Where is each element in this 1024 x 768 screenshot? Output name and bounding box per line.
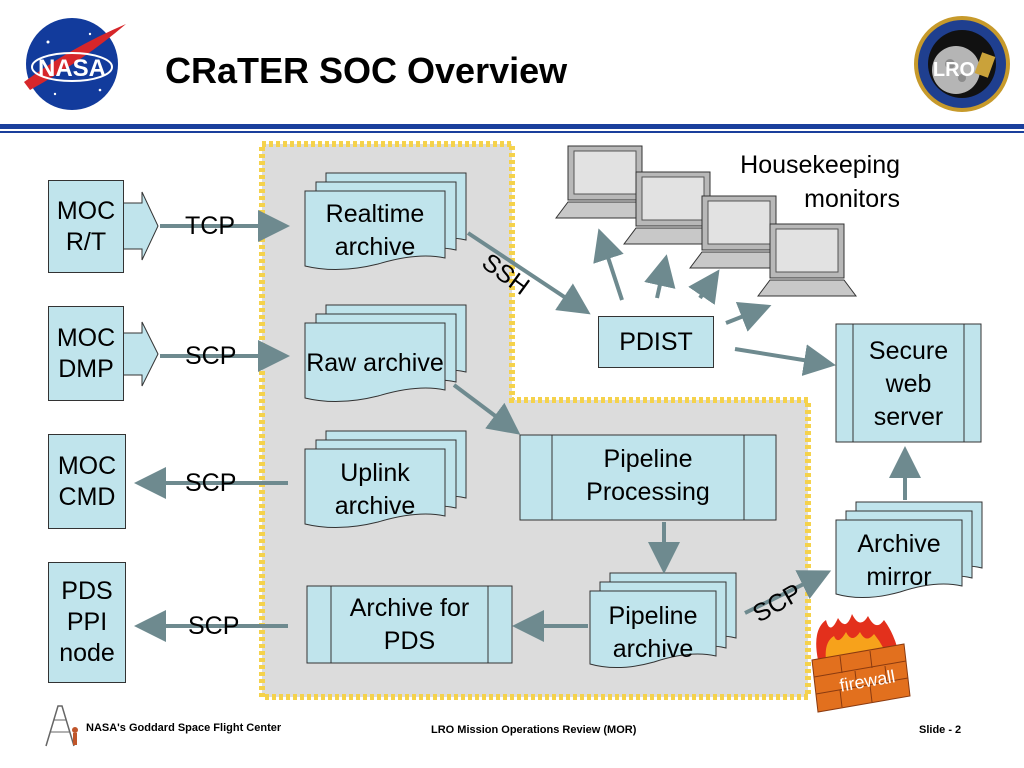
pds-ppi-box: PDS PPI node — [48, 562, 126, 683]
pdist-to-monitor-3-arrow — [688, 269, 720, 305]
scp-cmd-label: SCP — [185, 469, 237, 497]
realtime-archive-doc — [304, 172, 467, 271]
raw-archive-doc — [304, 304, 467, 403]
moc-rt-box: MOC R/T — [48, 180, 124, 273]
moc-rt-arrow-shape — [122, 191, 159, 261]
computer-icon — [623, 171, 723, 245]
title-rule — [0, 124, 1024, 129]
pipeline-processing-label: Pipeline Processing — [586, 445, 710, 506]
footer-left: NASA's Goddard Space Flight Center — [86, 722, 282, 734]
computer-icon — [555, 145, 655, 219]
lro-logo: LRO — [912, 14, 1012, 114]
goddard-logo-icon — [45, 705, 78, 747]
secure-web-label: Secure web server — [868, 336, 949, 431]
moc-dmp-arrow-shape — [122, 321, 159, 387]
footer-center: LRO Mission Operations Review (MOR) — [431, 724, 637, 736]
moc-cmd-label: MOC CMD — [57, 451, 117, 511]
computer-icon — [757, 223, 857, 297]
uplink-archive-doc — [304, 430, 467, 529]
scp-dmp-label: SCP — [185, 342, 237, 370]
raw-archive-label: Raw archive — [306, 348, 444, 377]
ssh-arrow — [466, 231, 591, 315]
pdist-box: PDIST — [598, 316, 714, 368]
lro-mission-patch-icon: LRO — [914, 16, 1010, 112]
footer-right: Slide - 2 — [919, 724, 962, 736]
computer-icon — [689, 195, 789, 269]
scp-pds-label: SCP — [188, 612, 240, 640]
archive-pds-label: Archive for PDS — [349, 594, 470, 655]
pdist-to-web-arrow — [734, 344, 836, 376]
archive-mirror-doc — [835, 501, 983, 599]
title-rule-thin — [0, 131, 1024, 133]
realtime-archive-label: Realtime archive — [325, 200, 425, 261]
pdist-label: PDIST — [619, 327, 693, 356]
lro-logo-text: LRO — [933, 59, 975, 81]
archive-pds-box — [306, 585, 513, 664]
nasa-logo-text: NASA — [38, 55, 106, 82]
scp-mirror-arrow — [744, 570, 832, 615]
moc-dmp-box: MOC DMP — [48, 306, 124, 401]
nasa-logo: NASA — [10, 12, 130, 112]
raw-to-pipeline-arrow — [452, 383, 521, 435]
secure-web-box — [835, 323, 982, 443]
pdist-to-monitor-1-arrow — [593, 228, 624, 301]
nasa-meatball-icon: NASA — [24, 18, 126, 110]
pipeline-processing-box — [519, 434, 777, 521]
pds-ppi-label: PDS PPI node — [59, 577, 115, 667]
moc-cmd-box: MOC CMD — [48, 434, 126, 529]
uplink-archive-label: Uplink archive — [334, 459, 416, 520]
moc-dmp-label: MOC DMP — [56, 323, 116, 383]
pipeline-archive-doc — [589, 572, 737, 669]
pdist-to-monitor-4-arrow — [725, 301, 772, 332]
archive-mirror-label: Archive mirror — [857, 530, 941, 591]
pipeline-archive-label: Pipeline archive — [608, 602, 698, 663]
moc-rt-label: MOC R/T — [56, 196, 116, 256]
pdist-to-monitor-2-arrow — [644, 254, 676, 299]
firewall-icon — [811, 614, 911, 713]
page-title: CRaTER SOC Overview — [165, 50, 568, 91]
housekeeping-label: Housekeeping monitors — [740, 151, 900, 213]
tcp-label: TCP — [185, 212, 235, 240]
